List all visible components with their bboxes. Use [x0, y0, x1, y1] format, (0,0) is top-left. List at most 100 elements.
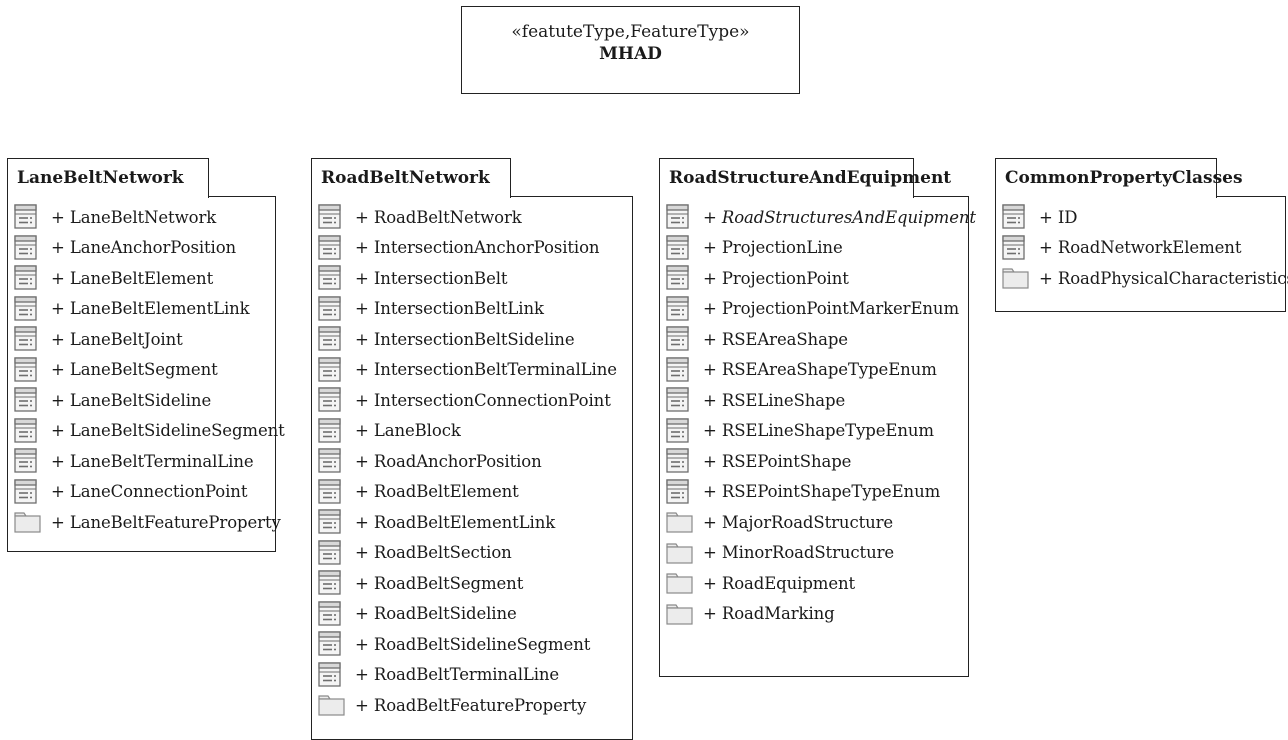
- package-item-label: + ID: [1039, 207, 1078, 227]
- class-icon: [318, 662, 345, 688]
- class-icon: [14, 296, 41, 322]
- package-item-label: + RSEAreaShape: [703, 329, 848, 349]
- package-item-label: + ProjectionPointMarkerEnum: [703, 299, 959, 319]
- class-icon: [318, 326, 345, 352]
- folder-icon: [666, 540, 693, 566]
- package-item[interactable]: + RSEPointShapeTypeEnum: [666, 477, 976, 508]
- class-icon: [666, 479, 693, 505]
- package-item-label: + RSEPointShape: [703, 451, 852, 471]
- class-icon: [666, 357, 693, 383]
- package-tab: CommonPropertyClasses: [995, 158, 1243, 198]
- package-item[interactable]: + LaneBeltFeatureProperty: [14, 507, 285, 538]
- class-icon: [318, 601, 345, 627]
- package-item[interactable]: + LaneBeltElementLink: [14, 294, 285, 325]
- package-item[interactable]: + RoadBeltSideline: [318, 599, 617, 630]
- package-item[interactable]: + IntersectionConnectionPoint: [318, 385, 617, 416]
- package-item-label: + LaneBeltTerminalLine: [51, 451, 254, 471]
- class-icon: [318, 540, 345, 566]
- package-item-label: + RSEPointShapeTypeEnum: [703, 482, 941, 502]
- package-item-label: + IntersectionConnectionPoint: [355, 390, 611, 410]
- package-item[interactable]: + LaneBeltSidelineSegment: [14, 416, 285, 447]
- class-icon: [318, 570, 345, 596]
- package-item-label: + LaneBeltSidelineSegment: [51, 421, 285, 441]
- package-item[interactable]: + LaneBeltElement: [14, 263, 285, 294]
- package-item[interactable]: + IntersectionBeltTerminalLine: [318, 355, 617, 386]
- package-item[interactable]: + ID: [1002, 202, 1288, 233]
- package-item[interactable]: + LaneAnchorPosition: [14, 233, 285, 264]
- package-item[interactable]: + RoadPhysicalCharacteristics: [1002, 263, 1288, 294]
- package-item[interactable]: + RoadBeltElement: [318, 477, 617, 508]
- package-item[interactable]: + MinorRoadStructure: [666, 538, 976, 569]
- package-item[interactable]: + IntersectionAnchorPosition: [318, 233, 617, 264]
- package-item-label: + LaneBlock: [355, 421, 461, 441]
- package-item-label: + RoadBeltElementLink: [355, 512, 556, 532]
- package-item[interactable]: + ProjectionLine: [666, 233, 976, 264]
- class-icon: [14, 448, 41, 474]
- package-item-label: + MinorRoadStructure: [703, 543, 895, 563]
- class-icon: [666, 235, 693, 261]
- package-item[interactable]: + LaneBeltJoint: [14, 324, 285, 355]
- folder-icon: [666, 509, 693, 535]
- package-item[interactable]: + RoadBeltFeatureProperty: [318, 690, 617, 721]
- package-item-label: + RoadPhysicalCharacteristics: [1039, 268, 1288, 288]
- package-road-belt-network[interactable]: RoadBeltNetwork + RoadBeltNetwork + Inter…: [311, 158, 633, 740]
- package-item[interactable]: + RoadBeltTerminalLine: [318, 660, 617, 691]
- package-item[interactable]: + IntersectionBeltLink: [318, 294, 617, 325]
- package-item-label: + RoadNetworkElement: [1039, 238, 1242, 258]
- package-item-label: + IntersectionBeltLink: [355, 299, 544, 319]
- package-item[interactable]: + RoadBeltNetwork: [318, 202, 617, 233]
- package-item[interactable]: + RoadStructuresAndEquipment: [666, 202, 976, 233]
- package-item[interactable]: + ProjectionPointMarkerEnum: [666, 294, 976, 325]
- package-item[interactable]: + LaneBeltTerminalLine: [14, 446, 285, 477]
- package-item[interactable]: + IntersectionBeltSideline: [318, 324, 617, 355]
- package-lane-belt-network[interactable]: LaneBeltNetwork + LaneBeltNetwork+ LaneA…: [7, 158, 285, 552]
- class-icon: [318, 631, 345, 657]
- package-item-label: + IntersectionBeltTerminalLine: [355, 360, 617, 380]
- package-item[interactable]: + RoadNetworkElement: [1002, 233, 1288, 264]
- package-item[interactable]: + RSELineShapeTypeEnum: [666, 416, 976, 447]
- package-item[interactable]: + RoadAnchorPosition: [318, 446, 617, 477]
- package-item-label: + RSELineShape: [703, 390, 846, 410]
- package-item[interactable]: + RoadBeltSegment: [318, 568, 617, 599]
- class-icon: [666, 326, 693, 352]
- package-item[interactable]: + RoadBeltSection: [318, 538, 617, 569]
- package-item[interactable]: + LaneConnectionPoint: [14, 477, 285, 508]
- package-item[interactable]: + ProjectionPoint: [666, 263, 976, 294]
- package-item-label: + RoadEquipment: [703, 573, 856, 593]
- package-item[interactable]: + RSEAreaShapeTypeEnum: [666, 355, 976, 386]
- package-item[interactable]: + RSEPointShape: [666, 446, 976, 477]
- class-icon: [666, 418, 693, 444]
- package-body: + LaneBeltNetwork+ LaneAnchorPosition+ L…: [7, 196, 285, 552]
- package-item[interactable]: + LaneBeltSegment: [14, 355, 285, 386]
- folder-icon: [666, 570, 693, 596]
- package-item-label: + LaneConnectionPoint: [51, 482, 248, 502]
- package-item[interactable]: + RoadMarking: [666, 599, 976, 630]
- class-icon: [318, 387, 345, 413]
- package-tab: LaneBeltNetwork: [7, 158, 209, 198]
- package-item[interactable]: + LaneBlock: [318, 416, 617, 447]
- package-item[interactable]: + RSELineShape: [666, 385, 976, 416]
- package-item[interactable]: + RoadBeltSidelineSegment: [318, 629, 617, 660]
- package-item[interactable]: + IntersectionBelt: [318, 263, 617, 294]
- package-item-label: + RoadBeltNetwork: [355, 207, 522, 227]
- package-item-label: + LaneBeltSegment: [51, 360, 218, 380]
- package-item-label: + ProjectionPoint: [703, 268, 849, 288]
- package-item-label: + RoadBeltFeatureProperty: [355, 695, 587, 715]
- package-item[interactable]: + MajorRoadStructure: [666, 507, 976, 538]
- folder-icon: [14, 509, 41, 535]
- package-item[interactable]: + LaneBeltNetwork: [14, 202, 285, 233]
- package-item-label: + IntersectionBelt: [355, 268, 508, 288]
- class-icon: [1002, 204, 1029, 230]
- package-item[interactable]: + LaneBeltSideline: [14, 385, 285, 416]
- class-icon: [14, 418, 41, 444]
- package-item[interactable]: + RoadEquipment: [666, 568, 976, 599]
- package-common-property-classes[interactable]: CommonPropertyClasses + ID + RoadNetworkE…: [995, 158, 1288, 312]
- package-item[interactable]: + RoadBeltElementLink: [318, 507, 617, 538]
- package-body: + RoadStructuresAndEquipment+ Projection…: [659, 196, 976, 677]
- package-item-label: + RoadBeltTerminalLine: [355, 665, 560, 685]
- package-road-structure-and-equipment[interactable]: RoadStructureAndEquipment + RoadStructur…: [659, 158, 976, 677]
- class-icon: [14, 235, 41, 261]
- package-item[interactable]: + RSEAreaShape: [666, 324, 976, 355]
- package-tab: RoadBeltNetwork: [311, 158, 511, 198]
- mhad-feature-type-box[interactable]: «featuteType,FeatureType» MHAD: [461, 6, 800, 94]
